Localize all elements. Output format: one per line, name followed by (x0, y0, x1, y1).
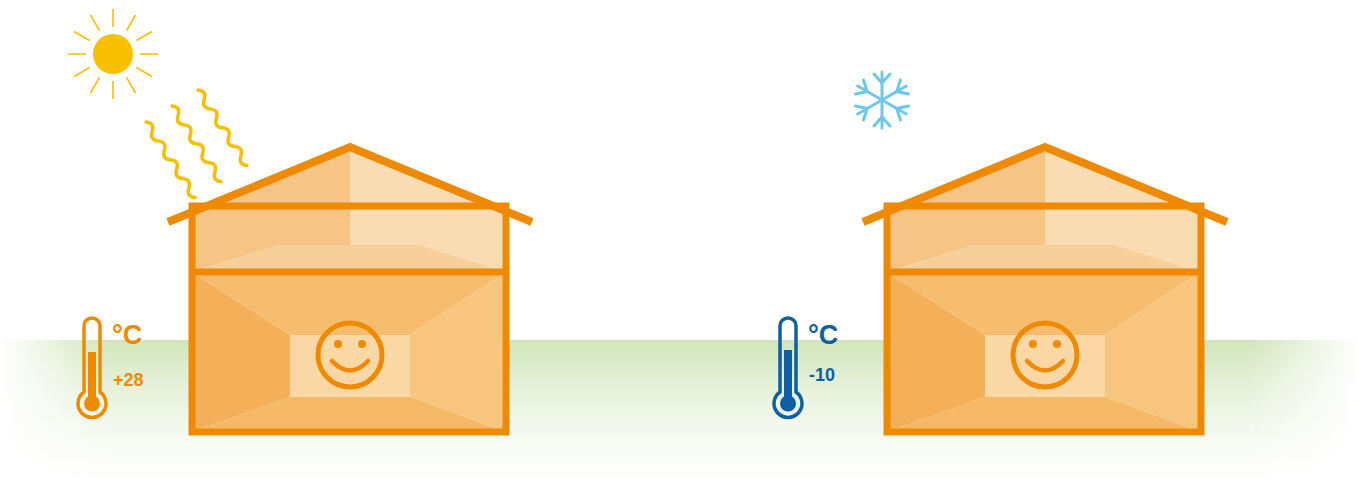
temperature-value: -10 (809, 366, 835, 384)
thermometer-cold (774, 318, 802, 417)
snowflake-symbol (854, 72, 910, 128)
heat-waves (143, 88, 250, 199)
thermometer-warm (78, 318, 106, 417)
temperature-unit: °C (112, 322, 142, 349)
cold-house (863, 147, 1227, 432)
temperature-value: +28 (113, 371, 144, 389)
sun-symbol (68, 9, 158, 99)
warm-house (168, 147, 532, 432)
temperature-unit: °C (808, 322, 838, 349)
